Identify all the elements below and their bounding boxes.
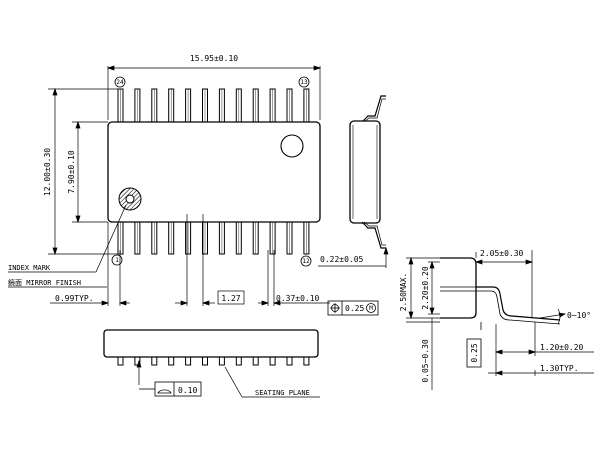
overall-length-label: 15.95±0.10 <box>190 54 238 63</box>
overall-width-dim <box>48 87 118 256</box>
position-tolerance-value: 0.25 <box>345 304 364 313</box>
body-width-label: 7.90±0.10 <box>67 150 76 194</box>
max-height-label: 2.50MAX. <box>399 273 408 312</box>
side-lead <box>235 356 242 366</box>
callout-leaders <box>8 204 127 288</box>
side-lead <box>185 356 192 366</box>
body-width-dim <box>72 120 108 224</box>
pin-marker-12 <box>300 255 312 267</box>
lead-angle-callout <box>539 308 566 325</box>
overall-length-dim <box>106 65 322 120</box>
side-lead <box>202 356 208 366</box>
side-lead <box>218 356 225 366</box>
lead-thickness-label: 0.22±0.05 <box>320 255 364 264</box>
pin-marker-1 <box>111 254 123 266</box>
side-leads <box>117 356 310 366</box>
side-lead <box>286 356 293 366</box>
pin-number-13: 13 <box>300 79 308 86</box>
lead-width-label: 0.37±0.10 <box>276 294 320 303</box>
foot-length-label: 1.20±0.20 <box>540 343 584 352</box>
seating-plane-leader <box>136 359 320 398</box>
standoff-label: 0.05∼0.30 <box>421 339 430 383</box>
side-view-body <box>103 329 319 358</box>
flatness-frame <box>139 381 202 397</box>
lead-width-dim <box>258 250 330 306</box>
cross-section-lead <box>476 286 561 321</box>
end-view-lower-lead <box>361 221 386 249</box>
mirror-finish-circle <box>280 134 304 158</box>
foot-total-label: 1.30TYP. <box>540 364 579 373</box>
end-view-upper-lead <box>361 95 386 123</box>
mirror-finish-label: 鏡面 MIRROR FINISH <box>8 278 81 287</box>
side-view <box>103 329 319 366</box>
position-tolerance-frame <box>327 300 379 316</box>
side-lead <box>168 356 175 366</box>
lower-leads <box>117 220 310 255</box>
body-height-label: 2.20±0.20 <box>421 266 430 310</box>
pitch-label: 1.27 <box>221 294 240 303</box>
flatness-value: 0.10 <box>178 386 197 395</box>
pin-number-24: 24 <box>116 79 124 86</box>
pin-marker-13 <box>298 76 310 88</box>
side-lead <box>117 356 124 366</box>
pin-number-12: 12 <box>302 258 310 265</box>
index-mark-center <box>125 194 135 204</box>
end-view <box>349 95 386 249</box>
cross-section-body <box>440 257 477 319</box>
foot-dims <box>488 322 594 376</box>
side-ref-box <box>466 322 482 368</box>
lead-angle-label: 0∼10° <box>567 311 591 320</box>
side-lead <box>252 356 259 366</box>
index-offset-dim <box>50 222 130 306</box>
pin-number-1: 1 <box>115 257 119 264</box>
overall-width-label: 12.00±0.30 <box>43 148 52 196</box>
cross-section <box>440 257 561 325</box>
height-dims <box>406 256 440 390</box>
side-ref-label: 0.25 <box>470 343 479 362</box>
side-extent-label: 2.05±0.30 <box>480 249 524 258</box>
index-mark-label: INDEX MARK <box>8 264 51 272</box>
pin-marker-24 <box>114 76 126 88</box>
side-lead <box>151 356 158 366</box>
end-view-body <box>349 120 381 224</box>
side-lead <box>269 356 276 366</box>
side-extent-dim <box>474 250 534 318</box>
pin-markers <box>111 76 312 267</box>
lead-thickness-dim <box>318 246 389 268</box>
package-body <box>107 121 321 223</box>
top-view <box>107 88 321 255</box>
side-lead <box>303 356 310 366</box>
upper-leads <box>117 88 310 124</box>
index-offset-label: 0.99TYP. <box>55 294 94 303</box>
pitch-dim <box>175 214 245 306</box>
seating-plane-label: SEATING PLANE <box>255 389 310 397</box>
position-tolerance-modifier: M <box>369 305 373 312</box>
